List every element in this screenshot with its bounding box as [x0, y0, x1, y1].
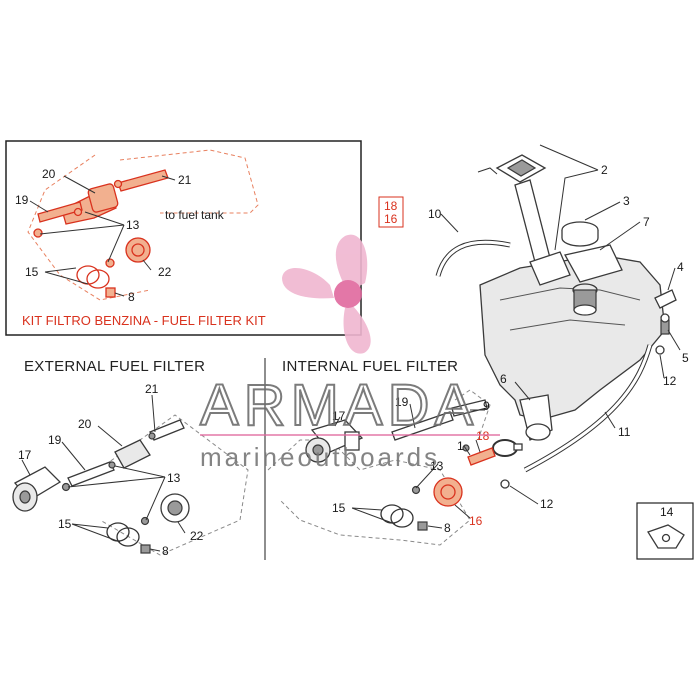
kit-pump-22 [125, 237, 151, 263]
filler-plate [529, 251, 571, 286]
int-nut-8 [417, 521, 428, 531]
fuel-tank [479, 254, 666, 421]
part-14-panel: 14 [636, 502, 694, 560]
ext-hose-19 [67, 461, 115, 487]
callout-20: 20 [78, 417, 92, 431]
ext-filter-20 [114, 439, 151, 469]
callout-21: 21 [178, 173, 192, 187]
to-fuel-tank-note: to fuel tank [165, 208, 225, 222]
external-fuel-filter-title: EXTERNAL FUEL FILTER [24, 358, 205, 375]
callout-3: 3 [623, 194, 630, 208]
kit-hose-19 [37, 201, 83, 223]
callout-13: 13 [167, 471, 181, 485]
callout-11: 11 [618, 425, 631, 439]
propeller-logo-icon [282, 234, 371, 354]
callout-5: 5 [682, 351, 689, 365]
clamp-12b [500, 479, 510, 489]
callout-16: 16 [469, 514, 483, 528]
kit-filter-body [61, 183, 119, 225]
callout-15: 15 [25, 265, 39, 279]
fuel-filter-kit-panel: 20 21 19 13 15 22 8 to fuel tank KIT FIL… [5, 140, 362, 336]
callout-22: 22 [158, 265, 172, 279]
watermark-tagline: marineoutboards [200, 442, 440, 472]
ext-housing-17 [12, 466, 62, 512]
int-hose-9 [451, 399, 488, 417]
watermark-brand: ARMADA [200, 373, 478, 438]
callout-17: 17 [332, 409, 346, 423]
kit-clamp-a [33, 228, 43, 238]
callout-19: 19 [15, 193, 29, 207]
int-housing-17 [305, 419, 364, 463]
callout-15: 15 [58, 517, 72, 531]
kit-nut-8 [105, 287, 116, 298]
fuel-cap [561, 221, 599, 247]
callout-20: 20 [42, 167, 56, 181]
callout-12: 12 [663, 374, 677, 388]
callout-10: 10 [428, 207, 442, 221]
int-hose-19 [391, 411, 454, 441]
kit-title: KIT FILTRO BENZINA - FUEL FILTER KIT [22, 313, 266, 328]
kit-clamp-b [73, 207, 83, 217]
callout-14: 14 [660, 505, 674, 519]
callout-13: 13 [126, 218, 140, 232]
callout-18: 18 [476, 429, 490, 443]
int-clamp-1 [492, 439, 523, 457]
callout-17: 17 [18, 448, 32, 462]
int-part-16 [433, 477, 463, 507]
external-fuel-filter-group: 21 20 19 17 13 15 22 8 [12, 382, 249, 558]
kit-ref-18: 18 [384, 199, 398, 213]
int-part-18 [467, 447, 496, 466]
callout-22: 22 [190, 529, 204, 543]
callout-2: 2 [601, 163, 608, 177]
callout-1: 1 [457, 439, 464, 453]
filler-neck [514, 179, 551, 263]
internal-fuel-filter-group: 19 9 17 18 1 13 15 16 8 [267, 389, 523, 546]
callout-21: 21 [145, 382, 159, 396]
callout-15: 15 [332, 501, 346, 515]
fuel-tank-assembly: 2 3 7 10 4 5 12 6 11 12 [428, 144, 689, 511]
int-oring-15 [380, 504, 414, 528]
armada-watermark: ARMADA marineoutboards [199, 234, 500, 472]
internal-fuel-filter-title: INTERNAL FUEL FILTER [282, 358, 458, 375]
kit-clamp-d [105, 258, 115, 268]
kit-reference-box: 18 16 [378, 196, 404, 228]
callout-19: 19 [395, 395, 409, 409]
callout-4: 4 [677, 260, 684, 274]
callout-9: 9 [483, 399, 490, 413]
callout-12-lower: 12 [540, 497, 554, 511]
outlet-fitting [519, 394, 553, 441]
pump-module [564, 244, 623, 316]
callout-8: 8 [128, 290, 135, 304]
ext-pump-22 [160, 493, 190, 523]
ext-nut-8 [140, 544, 151, 554]
callout-19: 19 [48, 433, 62, 447]
clamp-12a [655, 345, 665, 355]
callout-7: 7 [643, 215, 650, 229]
kit-ref-16: 16 [384, 212, 398, 226]
callout-8: 8 [444, 521, 451, 535]
callout-8: 8 [162, 544, 169, 558]
kit-clamp-c [113, 179, 123, 189]
callout-13: 13 [430, 459, 444, 473]
filler-flange [495, 154, 547, 183]
vent-hose [435, 239, 511, 277]
callout-6: 6 [500, 372, 507, 386]
mount-bracket [654, 289, 677, 335]
